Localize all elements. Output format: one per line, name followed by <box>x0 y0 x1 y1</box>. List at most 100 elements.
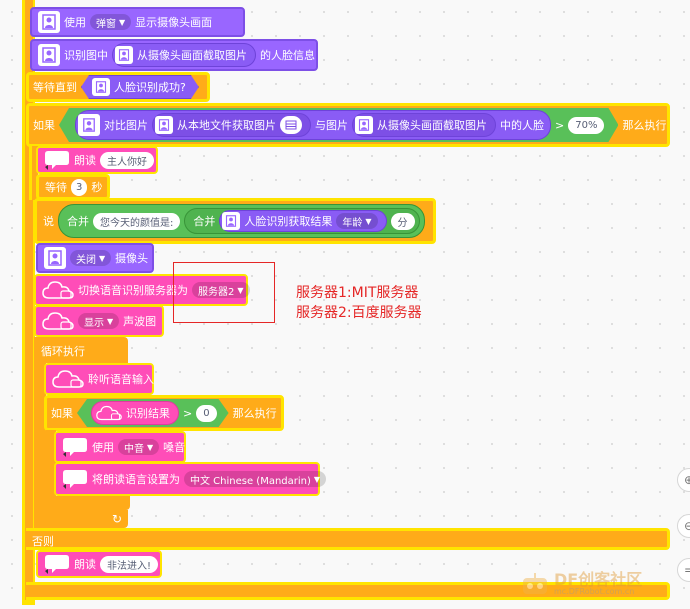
set-language-block[interactable]: 将朗读语言设置为 中文 Chinese (Mandarin)▼ <box>54 462 327 496</box>
file-picker-button[interactable] <box>280 116 302 134</box>
wait-label: 等待 <box>45 181 67 194</box>
forever-loop-bottom <box>34 510 128 528</box>
server-dropdown[interactable]: 服务器2▼ <box>192 282 250 298</box>
else-bar[interactable] <box>26 528 670 550</box>
waveform-label: 声波图 <box>123 315 157 328</box>
face-icon <box>222 212 241 230</box>
if-block-compare[interactable]: 如果 对比图片 从本地文件获取图片 与图片 从摄像头画面截取图片 <box>26 103 670 147</box>
language-value: 中文 Chinese (Mandarin) <box>190 475 311 487</box>
wait-seconds-block[interactable]: 等待 3 秒 <box>36 174 110 200</box>
speech-bubble-icon <box>45 151 69 170</box>
join-reporter-inner[interactable]: 合并 人脸识别获取结果 年龄▼ 分 <box>184 208 420 234</box>
if-2-bottom <box>46 496 130 510</box>
zoom-reset-icon: = <box>683 563 690 577</box>
suffix-text-input[interactable]: 分 <box>390 212 415 230</box>
zoom-reset-button[interactable]: = <box>677 558 690 582</box>
zoom-out-icon: ⊖ <box>683 519 690 533</box>
zoom-in-icon: ⊕ <box>683 473 690 487</box>
say-label: 说 <box>43 215 54 228</box>
with-image-label: 与图片 <box>315 119 348 132</box>
listen-label: 聆听语音输入 <box>88 373 154 386</box>
switch-server-block[interactable]: 切换语音识别服务器为 服务器2▼ <box>34 274 250 306</box>
speak-block-intruder[interactable]: 朗读 非法进入! <box>36 550 162 578</box>
capture-image-reporter-2[interactable]: 从摄像头画面截取图片 <box>352 113 496 137</box>
speech-compare-input[interactable]: 0 <box>196 405 216 422</box>
speech-result-condition[interactable]: 识别结果 > 0 <box>77 399 229 427</box>
if-label-2: 如果 <box>51 407 73 420</box>
threshold-input[interactable]: 70% <box>568 117 604 134</box>
attribute-dropdown[interactable]: 年龄▼ <box>336 213 378 229</box>
display-mode-value: 弹窗 <box>96 18 116 30</box>
attribute-value: 年龄 <box>342 217 363 229</box>
cloud-icon <box>52 370 84 388</box>
local-file-image-reporter[interactable]: 从本地文件获取图片 <box>152 113 311 137</box>
use-voice-label: 使用 <box>92 441 114 454</box>
voice-dropdown[interactable]: 中音▼ <box>118 439 160 455</box>
greater-than-operator: > <box>555 118 565 132</box>
language-dropdown[interactable]: 中文 Chinese (Mandarin)▼ <box>184 471 327 487</box>
say-block[interactable]: 说 合并 您今天的颜值是: 合并 人脸识别获取结果 年龄▼ 分 <box>34 198 436 244</box>
display-mode-dropdown[interactable]: 弹窗▼ <box>90 14 132 30</box>
join-reporter-outer[interactable]: 合并 您今天的颜值是: 合并 人脸识别获取结果 年龄▼ 分 <box>58 204 425 238</box>
face-info-label: 的人脸信息 <box>260 49 315 62</box>
listen-voice-block[interactable]: 聆听语音输入 <box>44 363 154 395</box>
face-icon <box>92 78 110 96</box>
recognize-face-block[interactable]: 识别图中 从摄像头画面截取图片 的人脸信息 <box>30 39 318 71</box>
face-icon <box>38 11 60 33</box>
face-result-reporter[interactable]: 人脸识别获取结果 年龄▼ <box>219 210 387 232</box>
cloud-icon <box>42 281 74 299</box>
compare-condition[interactable]: 对比图片 从本地文件获取图片 与图片 从摄像头画面截取图片 中的人脸 > 70% <box>59 108 618 142</box>
seconds-label: 秒 <box>91 181 103 194</box>
then-label-2: 那么执行 <box>232 407 277 420</box>
if-block-speech[interactable]: 如果 识别结果 > 0 那么执行 <box>44 395 284 431</box>
speech-bubble-icon <box>63 470 87 489</box>
if-else-c-block-arm <box>25 0 33 600</box>
annotation-server-2: 服务器2:百度服务器 <box>296 305 422 321</box>
speak-text-input[interactable]: 主人你好 <box>100 151 154 169</box>
face-in-label: 中的人脸 <box>500 119 544 132</box>
speech-result-label: 识别结果 <box>126 407 170 420</box>
face-recognized-condition[interactable]: 人脸识别成功? <box>81 75 199 99</box>
capture-image-reporter[interactable]: 从摄像头画面截取图片 <box>112 43 256 67</box>
chevron-down-icon: ▼ <box>313 474 321 484</box>
watermark: DF创客社区 mc.DFRobot.com.cn <box>520 572 642 596</box>
loop-arrow-icon: ↻ <box>112 512 123 526</box>
server-value: 服务器2 <box>198 286 235 298</box>
waveform-state-dropdown[interactable]: 显示▼ <box>78 313 120 329</box>
set-language-label: 将朗读语言设置为 <box>92 473 180 486</box>
wait-seconds-input[interactable]: 3 <box>71 178 88 196</box>
speak-text-input-2[interactable]: 非法进入! <box>100 555 159 573</box>
use-label: 使用 <box>64 16 86 29</box>
show-camera-block[interactable]: 使用 弹窗▼ 显示摄像头画面 <box>30 7 245 37</box>
waveform-state-value: 显示 <box>84 317 104 329</box>
if-2-c-arm <box>46 430 56 500</box>
wait-until-block[interactable]: 等待直到 人脸识别成功? <box>26 72 210 102</box>
camera-state-dropdown[interactable]: 关闭▼ <box>70 250 112 266</box>
face-icon <box>38 44 60 66</box>
use-voice-block[interactable]: 使用 中音▼ 嗓音 <box>54 431 186 463</box>
waveform-block[interactable]: 显示▼ 声波图 <box>34 305 164 337</box>
compare-images-reporter[interactable]: 对比图片 从本地文件获取图片 与图片 从摄像头画面截取图片 中的人脸 <box>75 110 551 140</box>
face-icon <box>78 114 100 136</box>
face-icon <box>355 116 373 134</box>
chevron-down-icon: ▼ <box>99 253 106 263</box>
if-c-arm <box>29 146 38 200</box>
annotation-server-1: 服务器1:MIT服务器 <box>296 285 419 301</box>
join-text-input[interactable]: 您今天的颜值是: <box>93 212 181 230</box>
cloud-icon <box>42 312 74 330</box>
capture-image-label-2: 从摄像头画面截取图片 <box>377 119 487 132</box>
speak-block-greeting[interactable]: 朗读 主人你好 <box>36 146 158 174</box>
if-label: 如果 <box>33 119 55 132</box>
forever-loop-c-block[interactable] <box>34 337 128 363</box>
speak-label-2: 朗读 <box>74 558 96 571</box>
voice-value: 中音 <box>124 443 144 455</box>
speech-result-reporter[interactable]: 识别结果 <box>91 401 179 425</box>
recognize-label: 识别图中 <box>64 49 108 62</box>
speech-bubble-icon <box>45 555 69 574</box>
voice-suffix-label: 嗓音 <box>163 441 186 454</box>
join-label-2: 合并 <box>193 215 216 228</box>
zoom-out-button[interactable]: ⊖ <box>677 514 690 538</box>
chevron-down-icon: ▼ <box>147 442 154 452</box>
camera-toggle-block[interactable]: 关闭▼ 摄像头 <box>36 243 154 273</box>
zoom-in-button[interactable]: ⊕ <box>677 468 690 492</box>
